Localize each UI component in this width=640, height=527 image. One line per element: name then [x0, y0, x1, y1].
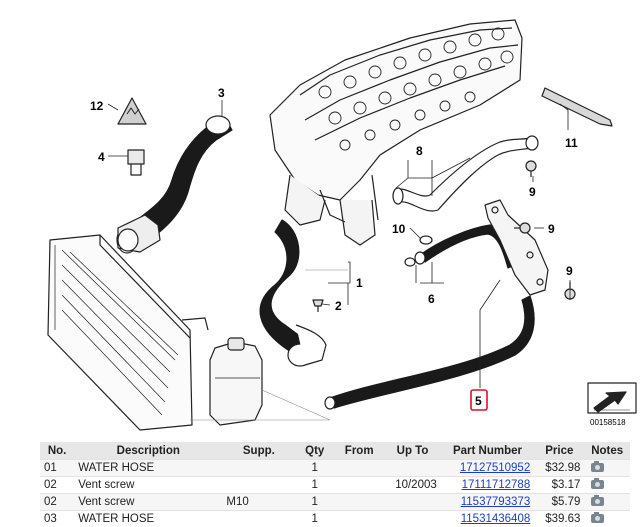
temperature-sensor — [128, 150, 144, 175]
cell-qty: 1 — [295, 460, 334, 477]
cell-supp: M10 — [222, 494, 295, 511]
cell-description: Vent screw — [74, 494, 222, 511]
header-up-to: Up To — [384, 442, 441, 460]
callout-9c: 9 — [566, 264, 573, 278]
callout-12: 12 — [90, 99, 104, 113]
water-hose-1 — [260, 220, 326, 366]
header-description: Description — [74, 442, 222, 460]
header-supp: Supp. — [222, 442, 295, 460]
vent-screw-2 — [313, 300, 323, 312]
callout-3: 3 — [218, 86, 225, 100]
callout-1: 1 — [356, 276, 363, 290]
callout-9a: 9 — [529, 185, 536, 199]
cell-supp — [222, 460, 295, 477]
table-row: 02 Vent screw 1 10/2003 17111712788 $3.1… — [40, 477, 630, 494]
callout-4: 4 — [98, 150, 105, 164]
engine-cylinder-head — [270, 20, 522, 245]
part-number-link[interactable]: 11537793373 — [461, 496, 531, 508]
callout-6: 6 — [428, 292, 435, 306]
seal-ring-10 — [420, 236, 432, 244]
warning-label — [118, 98, 146, 124]
callout-11: 11 — [565, 136, 578, 150]
part-number-link[interactable]: 17111712788 — [462, 479, 531, 491]
hose-clamp-strap — [542, 88, 612, 126]
camera-icon[interactable] — [591, 463, 604, 472]
cell-qty: 1 — [295, 477, 334, 494]
camera-icon[interactable] — [591, 497, 604, 506]
header-part-number: Part Number — [441, 442, 534, 460]
callout-9b: 9 — [548, 222, 555, 236]
table-row: 02 Vent screw M10 1 11537793373 $5.79 — [40, 494, 630, 511]
table-row: 01 WATER HOSE 1 17127510952 $32.98 — [40, 460, 630, 477]
callout-10: 10 — [392, 222, 406, 236]
radiator — [48, 235, 208, 430]
parts-diagram: 12 4 3 1 2 8 9 9 9 10 6 11 5 00158518 — [0, 0, 640, 440]
parts-table: No. Description Supp. Qty From Up To Par… — [40, 442, 630, 527]
cell-no: 02 — [40, 494, 74, 511]
cell-price: $5.79 — [534, 494, 584, 511]
cell-price: $32.98 — [534, 460, 584, 477]
cell-from — [334, 460, 384, 477]
header-qty: Qty — [295, 442, 334, 460]
cell-description: WATER HOSE — [74, 460, 222, 477]
part-number-link[interactable]: 17127510952 — [460, 462, 530, 474]
cell-price: $3.17 — [534, 477, 584, 494]
part-number-link[interactable]: 11531436408 — [461, 513, 531, 525]
hose-bracket — [485, 200, 548, 295]
expansion-tank — [210, 338, 262, 425]
cell-qty: 1 — [295, 494, 334, 511]
cell-no: 02 — [40, 477, 74, 494]
header-notes: Notes — [584, 442, 630, 460]
cell-supp — [222, 477, 295, 494]
water-hose-5 — [325, 296, 534, 409]
callout-5: 5 — [475, 394, 482, 408]
cell-from — [334, 494, 384, 511]
cell-up-to: 10/2003 — [384, 477, 441, 494]
callout-2: 2 — [335, 299, 342, 313]
header-from: From — [334, 442, 384, 460]
cell-description: Vent screw — [74, 477, 222, 494]
callout-8: 8 — [416, 144, 423, 158]
water-hose-8 — [393, 136, 538, 211]
cell-from — [334, 477, 384, 494]
cell-up-to — [384, 460, 441, 477]
cell-no: 01 — [40, 460, 74, 477]
header-price: Price — [534, 442, 584, 460]
header-no: No. — [40, 442, 74, 460]
seal-ring-6 — [405, 258, 415, 266]
diagram-id: 00158518 — [590, 418, 626, 427]
parts-table-header: No. Description Supp. Qty From Up To Par… — [40, 442, 630, 460]
cell-up-to — [384, 494, 441, 511]
screw-9a — [526, 161, 536, 177]
diagram-direction-icon — [588, 383, 636, 413]
camera-icon[interactable] — [591, 480, 604, 489]
